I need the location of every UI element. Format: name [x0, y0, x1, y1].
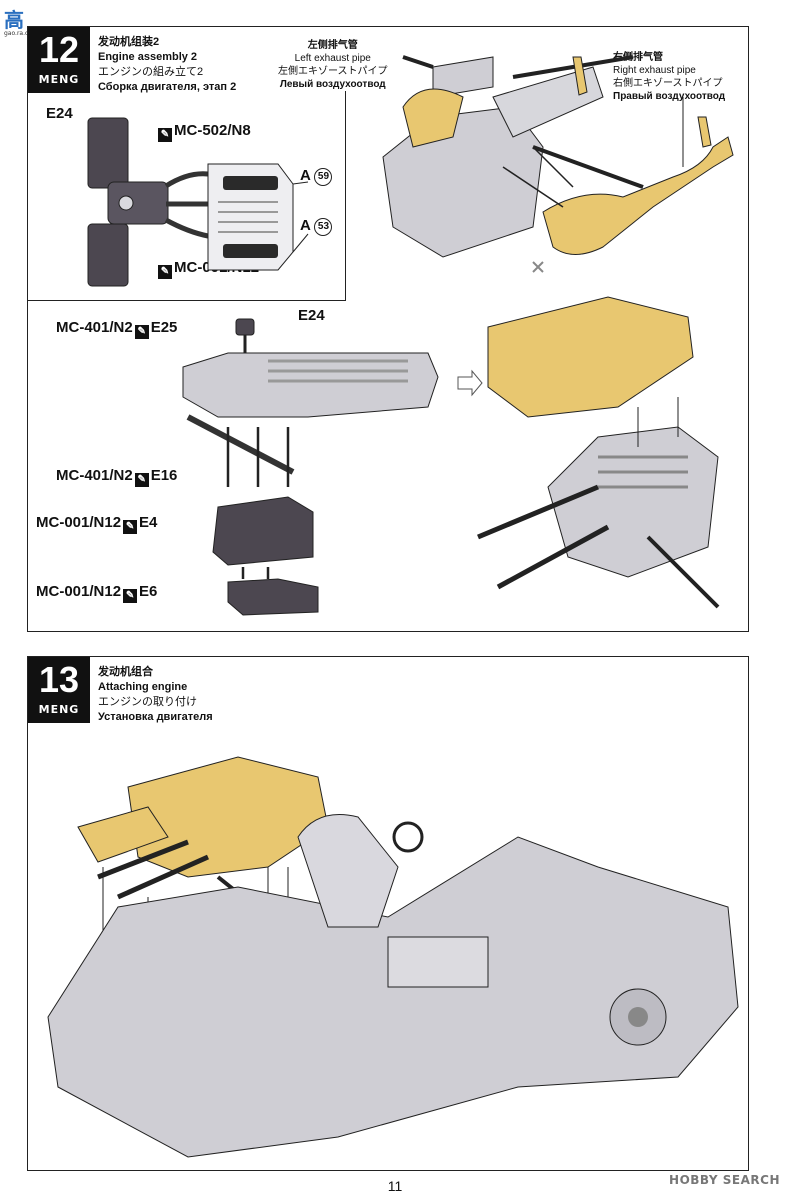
title-en: Attaching engine	[98, 681, 188, 693]
page-number: 11	[387, 1178, 403, 1194]
inset-engine-drawing	[87, 117, 309, 287]
step-number: 13	[38, 659, 80, 700]
title-zh: 发动机组合	[98, 666, 153, 678]
brush-icon: ✎	[158, 265, 172, 279]
hobby-search-credit: HOBBY SEARCH	[669, 1173, 780, 1187]
step-badge: 12 MENG	[28, 27, 90, 93]
step-badge: 13 MENG	[28, 657, 90, 723]
paint-label-top: ✎MC-502/N8	[156, 122, 251, 142]
part-e4-label: MC-001/N12✎E4	[36, 514, 158, 534]
engine-subassembly-drawing	[182, 318, 439, 616]
part-e25-label: MC-401/N2✎E25	[56, 319, 178, 339]
brush-icon: ✎	[134, 325, 149, 339]
decal-59: A 59	[300, 167, 333, 186]
inset-part-label: E24	[46, 105, 73, 122]
callout-right-exhaust: 右侧排气管 Right exhaust pipe 右側エキゾーストパイプ Пра…	[613, 52, 726, 102]
part-e16-label: MC-401/N2✎E16	[56, 467, 178, 487]
title-ja: エンジンの取り付け	[98, 696, 197, 708]
brush-icon: ✎	[158, 128, 172, 142]
title-zh: 发动机组装2	[98, 36, 160, 48]
part-e24-label: E24	[298, 307, 325, 324]
callout-left-exhaust: 左侧排气管 Left exhaust pipe 左側エキゾーストパイプ Левы…	[278, 40, 388, 90]
assembled-engine-drawing	[457, 296, 720, 609]
decal-53: A 53	[300, 217, 333, 236]
title-ja: エンジンの組み立て2	[98, 66, 204, 78]
step-12-panel: 12 MENG 发动机组装2 Engine assembly 2 エンジンの組み…	[27, 26, 749, 632]
brand-logo: MENG	[38, 703, 80, 716]
title-ru: Установка двигателя	[98, 711, 213, 723]
part-e6-label: MC-001/N12✎E6	[36, 583, 158, 603]
watermark: 高 gao.ra.com.cn	[4, 4, 47, 37]
brush-icon: ✎	[134, 473, 149, 487]
step-title: 发动机组装2 Engine assembly 2 エンジンの組み立て2 Сбор…	[98, 35, 236, 95]
watermark-logo: 高	[4, 8, 26, 32]
title-ru: Сборка двигателя, этап 2	[98, 81, 237, 93]
step-title: 发动机组合 Attaching engine エンジンの取り付け Установ…	[98, 665, 213, 725]
brand-logo: MENG	[38, 73, 80, 86]
watermark-url: gao.ra.com.cn	[4, 30, 47, 37]
title-en: Engine assembly 2	[98, 51, 198, 63]
exhaust-assembly-drawing	[382, 55, 734, 273]
brush-icon: ✎	[123, 520, 138, 534]
brush-icon: ✎	[123, 589, 138, 603]
inset-box	[28, 91, 346, 301]
step-number: 12	[38, 29, 80, 70]
step-13-panel: 13 MENG 发动机组合 Attaching engine エンジンの取り付け…	[27, 656, 749, 1171]
chassis-assembly-drawing	[47, 756, 739, 1158]
